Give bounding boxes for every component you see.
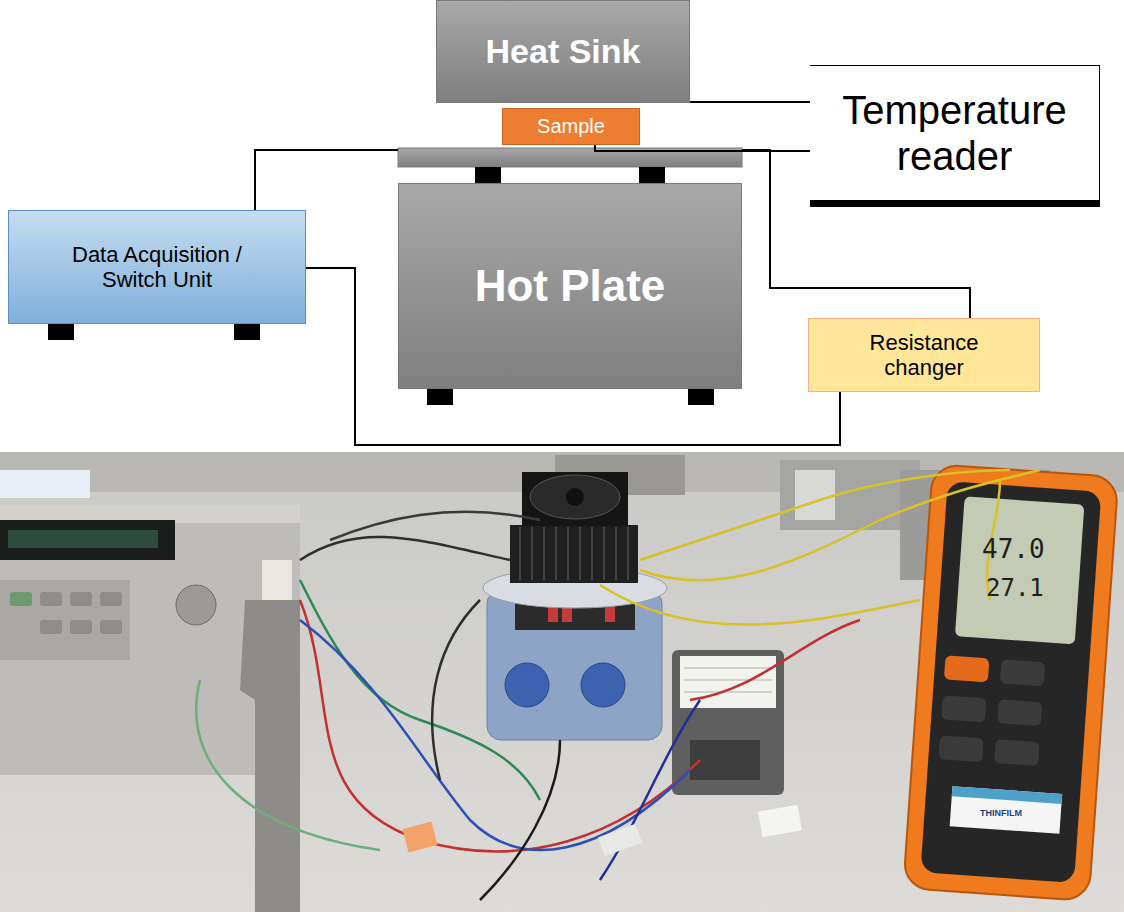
node-label: Temperature reader <box>820 87 1089 179</box>
node-label: Hot Plate <box>475 261 666 312</box>
plate-foot <box>475 167 501 183</box>
wire-connector <box>690 101 810 103</box>
lab-photo: . <box>0 452 1124 912</box>
daq-box: Data Acquisition / Switch Unit <box>8 210 306 324</box>
hotplate-foot <box>427 389 453 405</box>
display-reading: 27.1 <box>986 574 1044 602</box>
daq-foot <box>234 324 260 340</box>
hot-plate-box: Hot Plate <box>398 183 742 389</box>
heat-sink-box: Heat Sink <box>436 0 690 103</box>
sample-box: Sample <box>502 108 640 145</box>
node-label: Sample <box>537 115 605 138</box>
display-reading: 47.0 <box>982 534 1045 564</box>
daq-foot <box>48 324 74 340</box>
wire-connector <box>595 145 810 151</box>
node-label: Resistance changer <box>849 330 999 381</box>
temperature-reader-box: Temperature reader <box>810 65 1100 207</box>
wire <box>255 150 398 210</box>
hotplate-foot <box>688 389 714 405</box>
plate-foot <box>639 167 665 183</box>
resistance-changer-box: Resistance changer <box>808 318 1040 392</box>
node-label: Data Acquisition / Switch Unit <box>57 242 257 293</box>
node-label: Heat Sink <box>486 32 641 71</box>
device-sticker: THINFILM <box>980 808 1022 818</box>
